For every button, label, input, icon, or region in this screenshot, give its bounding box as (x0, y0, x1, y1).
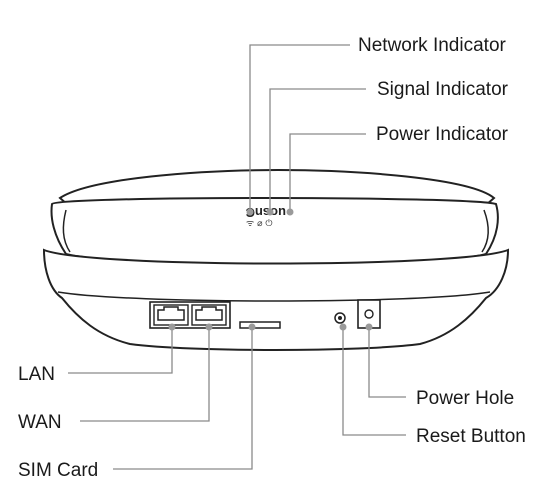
label-signal-indicator: Signal Indicator (377, 79, 509, 100)
lan-port-inner (157, 306, 185, 321)
label-wan: WAN (18, 412, 62, 433)
ethernet-ports (149, 301, 231, 329)
band-left-edge (62, 209, 71, 253)
dot-power (286, 208, 294, 216)
label-network-indicator: Network Indicator (358, 35, 507, 56)
leader-power (289, 133, 366, 212)
label-lan: LAN (18, 364, 55, 385)
label-reset-button: Reset Button (416, 426, 526, 447)
router-base (42, 248, 510, 351)
led-symbols: ᯤ ⌀ ⏻ (246, 218, 272, 229)
leader-sim (113, 327, 253, 470)
label-sim-card: SIM Card (18, 460, 98, 481)
wan-port (191, 304, 227, 326)
lan-port (153, 304, 189, 326)
dot-power-hole (365, 323, 373, 331)
leader-reset (342, 327, 406, 436)
label-power-indicator: Power Indicator (376, 124, 509, 145)
dot-network (246, 208, 254, 216)
dot-sim (248, 323, 256, 331)
label-power-hole: Power Hole (416, 388, 514, 409)
dot-signal (266, 208, 274, 216)
band-right-edge (481, 209, 489, 253)
leader-signal (269, 88, 366, 212)
dot-lan (168, 323, 176, 331)
dot-wan (205, 323, 213, 331)
leader-lan (68, 327, 173, 374)
reset-button-inner (338, 316, 342, 320)
leader-network (249, 44, 350, 212)
brand-logo: uosnC (245, 205, 286, 220)
dot-reset (339, 323, 347, 331)
leader-power-hole (368, 327, 406, 398)
sim-slot (239, 321, 281, 329)
leader-wan (80, 327, 210, 422)
power-jack-hole (364, 309, 374, 319)
base-lip (57, 291, 491, 302)
wan-port-inner (195, 306, 223, 321)
